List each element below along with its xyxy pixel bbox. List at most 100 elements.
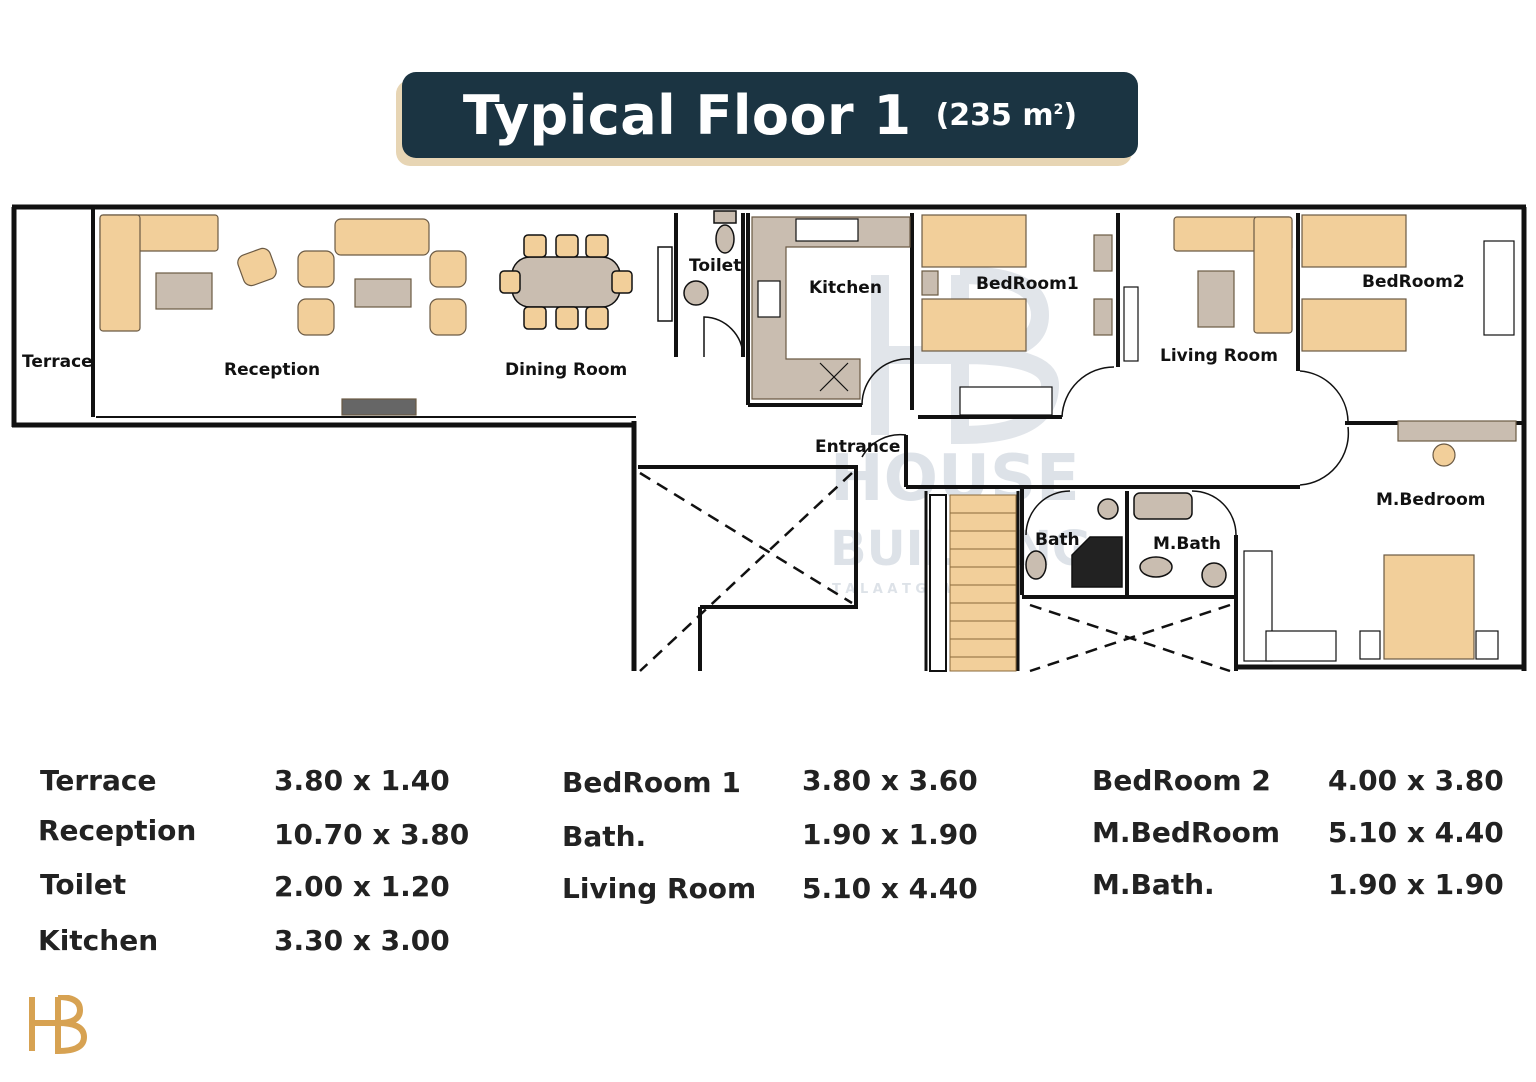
dim-size: 5.10 x 4.40: [1328, 816, 1504, 849]
kitchen-sink: [795, 218, 859, 242]
door-living-double: [1299, 370, 1350, 486]
dining-table: [511, 256, 621, 308]
dining-chair: [523, 234, 547, 258]
armchair-2: [297, 298, 335, 336]
void-shafts: [639, 471, 1231, 673]
dining-chair: [499, 270, 521, 294]
kitchen-stove: [757, 280, 781, 318]
watermark-line3: T A L A A T G A W A R: [832, 582, 989, 597]
page-title: Typical Floor 1: [462, 83, 912, 147]
sofa-l-side: [99, 214, 141, 332]
void-shaft-right: [1029, 603, 1231, 673]
room-label-kitchen: Kitchen: [809, 278, 882, 298]
mbed-nightstand-1: [1359, 630, 1381, 660]
dining-chair: [611, 270, 633, 294]
bed2-single-b: [1301, 298, 1407, 352]
bed2-stool: [1432, 443, 1456, 467]
bath-fixtures: [1025, 492, 1227, 588]
dim-size: 3.30 x 3.00: [274, 924, 450, 957]
room-label-dining: Dining Room: [505, 360, 627, 380]
room-label-terrace: Terrace: [22, 352, 93, 372]
bed1-wardrobe: [959, 386, 1053, 416]
dim-name: Reception: [38, 814, 197, 847]
stair-handrail: [929, 494, 947, 672]
dim-name: Kitchen: [38, 924, 159, 957]
dining-chair: [555, 306, 579, 330]
dim-size: 4.00 x 3.80: [1328, 764, 1504, 797]
dining-chair: [585, 234, 609, 258]
armchair-1: [297, 250, 335, 288]
title-box: Typical Floor 1 (235 m2): [402, 72, 1138, 158]
dining-chair: [523, 306, 547, 330]
title-banner: Typical Floor 1 (235 m2): [396, 72, 1138, 166]
room-label-bedroom1: BedRoom1: [976, 274, 1079, 294]
floor-plan: HOUSE BUILDING T A L A A T G A W A R: [11, 204, 1527, 673]
mbed-dresser: [1265, 630, 1337, 662]
mbed-nightstand-2: [1475, 630, 1499, 660]
floor-area-value: (235 m: [935, 97, 1054, 133]
walls: [11, 204, 1527, 671]
room-label-bedroom2: BedRoom2: [1362, 272, 1465, 292]
dim-name: BedRoom 1: [562, 766, 741, 799]
mbath-tub: [1133, 492, 1193, 520]
floor-area: (235 m2): [936, 98, 1078, 133]
toilet-sink: [683, 280, 709, 306]
dim-name: BedRoom 2: [1092, 764, 1271, 797]
dim-size: 3.80 x 1.40: [274, 764, 450, 797]
dining-chair: [585, 306, 609, 330]
bath-sink: [1097, 498, 1119, 520]
tv-unit: [341, 398, 417, 416]
coffee-table: [155, 272, 213, 310]
room-label-mbedroom: M.Bedroom: [1376, 490, 1486, 510]
brand-logo-icon: [29, 995, 88, 1055]
living-furniture: [1123, 216, 1293, 362]
bed1-nightstand: [921, 270, 939, 296]
reception-furniture: [99, 214, 467, 416]
toilet-bowl: [715, 224, 735, 254]
room-label-bath: Bath: [1035, 530, 1080, 550]
armchair-3: [429, 250, 467, 288]
dining-chair: [555, 234, 579, 258]
dim-size: 5.10 x 4.40: [802, 872, 978, 905]
bath-shower: [1071, 536, 1123, 588]
dining-furniture: [499, 234, 633, 330]
dim-size: 2.00 x 1.20: [274, 870, 450, 903]
room-label-living: Living Room: [1160, 346, 1278, 366]
coffee-table-2: [354, 278, 412, 308]
bedroom2-furniture: [1301, 214, 1517, 467]
toilet-fixtures: [657, 210, 737, 322]
staircase: [929, 494, 1017, 672]
door-bedroom1: [1061, 366, 1115, 418]
kitchen-fixtures: [751, 216, 911, 400]
door-entrance: [861, 433, 907, 458]
armchair-4: [429, 298, 467, 336]
door-mbath: [1191, 490, 1237, 536]
floor-area-unit-exponent: 2: [1053, 101, 1064, 118]
living-table: [1197, 270, 1235, 328]
bedroom1-furniture: [921, 214, 1113, 416]
room-label-toilet: Toilet: [689, 256, 741, 276]
dim-name: M.BedRoom: [1092, 816, 1281, 849]
bed2-desk: [1397, 420, 1517, 442]
door-kitchen: [861, 358, 913, 406]
living-sofa-side: [1253, 216, 1293, 334]
dim-name: Toilet: [40, 868, 127, 901]
dim-name: M.Bath.: [1092, 868, 1215, 901]
bed1-single-b: [921, 298, 1027, 352]
stair-treads: [950, 512, 1016, 658]
dim-size: 1.90 x 1.90: [802, 818, 978, 851]
room-label-mbath: M.Bath: [1153, 534, 1221, 554]
doors: [703, 316, 1350, 536]
armchair-round: [237, 247, 277, 287]
stair-flight: [949, 494, 1017, 672]
mbath-toilet: [1139, 556, 1173, 578]
dining-chairs: [499, 234, 633, 330]
toilet-cabinet: [657, 246, 673, 322]
toilet-tank: [713, 210, 737, 224]
door-toilet: [703, 316, 744, 358]
dim-size: 1.90 x 1.90: [1328, 868, 1504, 901]
living-tv: [1123, 286, 1139, 362]
room-labels: Terrace Reception Dining Room Toilet Kit…: [22, 256, 1486, 554]
bed1-single-a: [921, 214, 1027, 268]
dim-name: Living Room: [562, 872, 757, 905]
